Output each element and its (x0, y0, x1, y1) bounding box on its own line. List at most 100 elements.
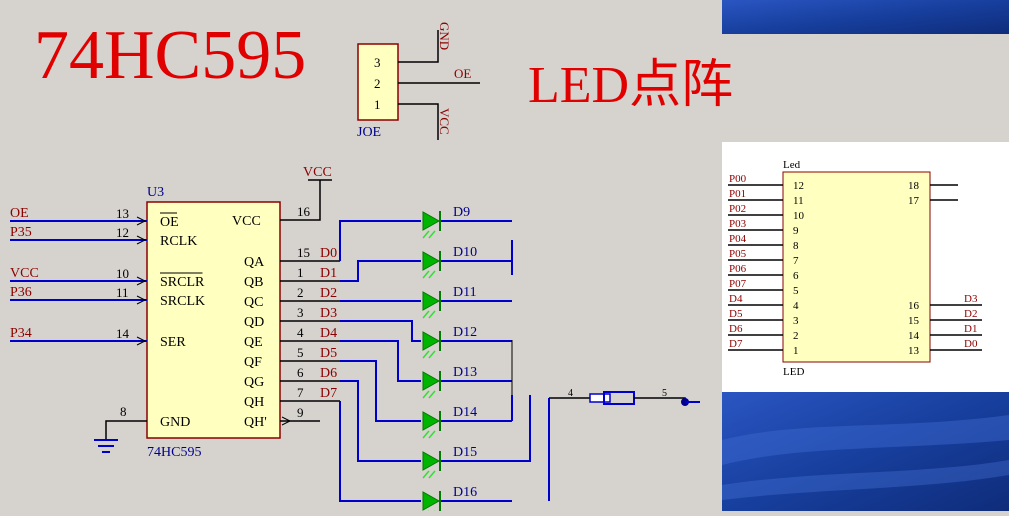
chip-pin-number: 4 (297, 325, 304, 340)
matrix-left-net: D5 (729, 308, 743, 320)
matrix-left-net: P01 (729, 188, 746, 200)
chip-right-net-label: D5 (320, 346, 337, 361)
led-anode-wire (340, 360, 421, 422)
chip-pin-label: QE (244, 335, 263, 350)
chip-pin-number: 16 (297, 204, 311, 219)
panel-swoosh (722, 415, 1009, 465)
chip-part: 74HC595 (147, 445, 201, 460)
chip-pin-label: QH' (244, 415, 267, 430)
matrix-part: LED (783, 366, 804, 378)
jumper-pin-number: 1 (374, 97, 381, 112)
jumper-pin-number: 2 (374, 76, 381, 91)
led-anode-wire (340, 380, 421, 462)
resistor-lead (634, 397, 686, 402)
chip-pin-number: 12 (116, 225, 129, 240)
jumper-pin-number: 3 (374, 55, 381, 70)
chip-pin-label: QH (244, 395, 264, 410)
chip-pin-number: 8 (120, 404, 127, 419)
vcc-wire (280, 180, 321, 221)
chip-ref: U3 (147, 185, 164, 200)
jumper-net-gnd: GND (437, 22, 452, 50)
led-d11: D11 (422, 285, 477, 319)
pin-arrow (136, 295, 147, 305)
led-label: D14 (453, 405, 477, 420)
title: 74HC595 (34, 17, 306, 94)
matrix-pin-number: 12 (793, 180, 804, 192)
matrix-left-net: D6 (729, 323, 743, 335)
chip-u3: U3 74HC595 13OEOE12P35RCLK10VCCSRCLR11P3… (10, 165, 340, 460)
blue-panel-top (722, 0, 1009, 34)
led-label: D11 (453, 285, 477, 300)
led-anode-wire (340, 340, 421, 382)
chip-pin-label: RCLK (160, 234, 197, 249)
led-d15: D15 (422, 445, 477, 479)
chip-pin-number: 5 (297, 345, 304, 360)
chip-pin-number: 2 (297, 285, 304, 300)
jumper-wire-gnd (398, 30, 439, 63)
jumper-name: JOE (357, 125, 381, 140)
chip-pin-label: QB (244, 275, 263, 290)
led-label: D9 (453, 205, 470, 220)
chip-pin-label: QC (244, 295, 263, 310)
chip-right-net-label: D2 (320, 286, 337, 301)
led-label: D16 (453, 485, 477, 500)
pin-arrow (136, 216, 147, 226)
chip-right-net-label: D1 (320, 266, 337, 281)
led-label: D12 (453, 325, 477, 340)
matrix-left-net: P04 (729, 233, 747, 245)
led-anode-wire (339, 220, 421, 261)
matrix-pin-number: 18 (908, 180, 920, 192)
matrix-pin-number: 4 (793, 300, 799, 312)
pin-arrow (281, 416, 292, 426)
matrix-left-net: P06 (729, 263, 747, 275)
matrix-left-net: D7 (729, 338, 743, 350)
matrix-left-net: P03 (729, 218, 747, 230)
chip-pin-number: 6 (297, 365, 304, 380)
jumper-net-vcc: VCC (437, 108, 452, 135)
matrix-pin-number: 16 (908, 300, 920, 312)
gnd-wire (105, 420, 147, 440)
chip-pin-number: 10 (116, 266, 129, 281)
led-d13: D13 (422, 365, 477, 399)
resistor-pin-number: 5 (662, 388, 667, 399)
matrix-left-net: P05 (729, 248, 747, 260)
panel-swoosh-2 (722, 460, 1009, 500)
jumper-net-oe: OE (454, 66, 471, 81)
chip-right-net-label: D4 (320, 326, 337, 341)
bus-wire-d15 (441, 395, 531, 462)
chip-pin-label: QF (244, 355, 262, 370)
matrix-right-net: D3 (964, 293, 978, 305)
matrix-pin-number: 10 (793, 210, 805, 222)
chip-left-net-label: OE (10, 206, 29, 221)
led-d14: D14 (422, 405, 477, 439)
chip-right-net-label: D6 (320, 366, 337, 381)
led-label: D13 (453, 365, 477, 380)
matrix-sheet-top (722, 34, 1009, 142)
chip-left-net-label: P35 (10, 225, 32, 240)
matrix-ref: Led (783, 159, 801, 171)
pin-arrow (136, 336, 147, 346)
matrix-right-net: D1 (964, 323, 977, 335)
matrix-left-net: P02 (729, 203, 746, 215)
chip-pin-number: 9 (297, 405, 304, 420)
led-matrix: Led LED P0012P0111P0210P039P048P057P066P… (728, 159, 982, 378)
matrix-pin-number: 8 (793, 240, 799, 252)
chip-left-net-label: P36 (10, 285, 32, 300)
chip-pin-label: QD (244, 315, 264, 330)
jumper-joe: 3 2 1 GND OE VCC JOE (357, 22, 480, 140)
matrix-pin-number: 1 (793, 345, 799, 357)
matrix-pin-number: 13 (908, 345, 920, 357)
chip-pin-number: 1 (297, 265, 304, 280)
chip-right-net-label: D3 (320, 306, 337, 321)
led-d16: D16 (422, 485, 477, 516)
led-label: D10 (453, 245, 477, 260)
led-label: D15 (453, 445, 477, 460)
resistor-pin-number: 4 (568, 388, 573, 399)
jumper-wire-vcc (398, 103, 439, 140)
chip-left-net-label: VCC (10, 266, 39, 281)
matrix-right-net: D2 (964, 308, 977, 320)
led-d12: D12 (422, 325, 477, 359)
chip-right-net-label: D7 (320, 386, 337, 401)
